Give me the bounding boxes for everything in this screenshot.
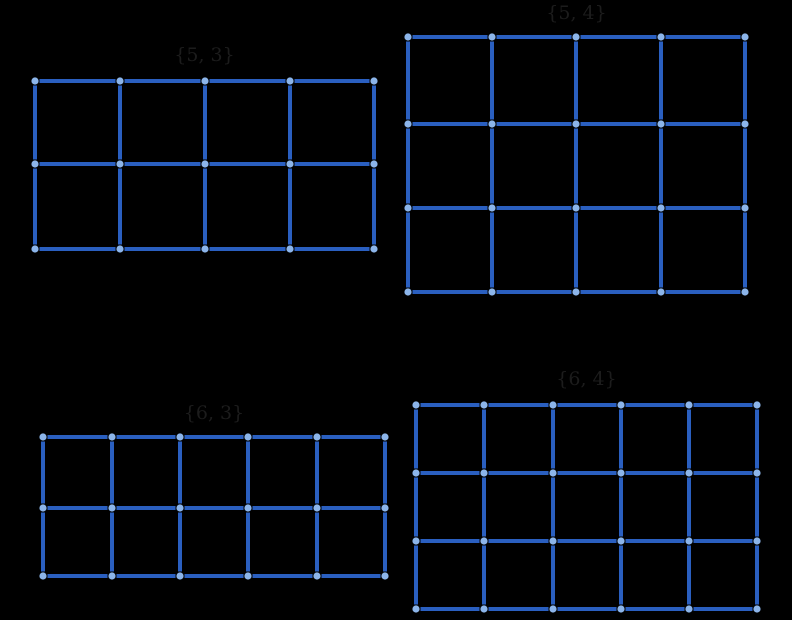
graph-node	[201, 160, 209, 168]
graph-node	[381, 433, 389, 441]
graph-node	[488, 204, 496, 212]
panel-title: {6, 3}	[183, 402, 245, 424]
graph-node	[313, 433, 321, 441]
graph-node	[617, 401, 625, 409]
graph-node	[480, 605, 488, 613]
graph-node	[201, 77, 209, 85]
graph-node	[404, 288, 412, 296]
graph-node	[617, 469, 625, 477]
graph-node	[617, 605, 625, 613]
graph-node	[39, 572, 47, 580]
graph-node	[313, 504, 321, 512]
graph-node	[412, 469, 420, 477]
node-group	[39, 433, 389, 580]
graph-node	[116, 77, 124, 85]
graph-node	[31, 77, 39, 85]
graph-node	[116, 245, 124, 253]
graph-node	[286, 245, 294, 253]
graph-node	[488, 120, 496, 128]
graph-node	[176, 433, 184, 441]
graph-node	[412, 605, 420, 613]
edge-group	[406, 35, 747, 294]
graph-node	[753, 469, 761, 477]
node-group	[412, 401, 761, 613]
graph-node	[313, 572, 321, 580]
graph-node	[685, 537, 693, 545]
graph-node	[685, 605, 693, 613]
graph-node	[31, 160, 39, 168]
graph-node	[370, 77, 378, 85]
graph-node	[753, 605, 761, 613]
panel-title: {5, 4}	[546, 2, 607, 24]
graph-node	[657, 204, 665, 212]
graph-node	[572, 33, 580, 41]
graph-node	[108, 433, 116, 441]
graph-node	[244, 572, 252, 580]
graph-node	[404, 120, 412, 128]
edge-group	[41, 435, 387, 578]
graph-node	[31, 245, 39, 253]
graph-node	[741, 120, 749, 128]
graph-node	[244, 504, 252, 512]
graph-node	[381, 504, 389, 512]
graph-node	[685, 401, 693, 409]
graph-node	[753, 401, 761, 409]
node-group	[404, 33, 749, 296]
graph-node	[480, 401, 488, 409]
graph-node	[116, 160, 124, 168]
graph-node	[657, 33, 665, 41]
graph-node	[39, 504, 47, 512]
graph-node	[741, 288, 749, 296]
graph-node	[657, 120, 665, 128]
graph-node	[741, 33, 749, 41]
graph-node	[176, 572, 184, 580]
graph-node	[480, 469, 488, 477]
graph-node	[412, 401, 420, 409]
graph-node	[549, 469, 557, 477]
graph-node	[201, 245, 209, 253]
graph-node	[549, 401, 557, 409]
graph-node	[657, 288, 665, 296]
graph-node	[572, 288, 580, 296]
graph-node	[480, 537, 488, 545]
graph-node	[572, 120, 580, 128]
graph-node	[572, 204, 580, 212]
graph-node	[176, 504, 184, 512]
graph-node	[549, 605, 557, 613]
graph-node	[404, 204, 412, 212]
graph-node	[741, 204, 749, 212]
graph-node	[108, 572, 116, 580]
graph-node	[108, 504, 116, 512]
graph-node	[549, 537, 557, 545]
graph-node	[617, 537, 625, 545]
graph-node	[488, 288, 496, 296]
graph-node	[286, 160, 294, 168]
graph-node	[370, 160, 378, 168]
graph-node	[753, 537, 761, 545]
graph-node	[488, 33, 496, 41]
panel-title: {5, 3}	[174, 44, 235, 66]
panel-title: {6, 4}	[556, 368, 617, 390]
graph-node	[286, 77, 294, 85]
graph-node	[39, 433, 47, 441]
graph-node	[685, 469, 693, 477]
graph-node	[244, 433, 252, 441]
node-group	[31, 77, 378, 253]
graph-node	[381, 572, 389, 580]
graph-node	[404, 33, 412, 41]
graph-node	[412, 537, 420, 545]
graph-node	[370, 245, 378, 253]
edge-group	[414, 403, 759, 611]
edge-group	[33, 79, 376, 251]
